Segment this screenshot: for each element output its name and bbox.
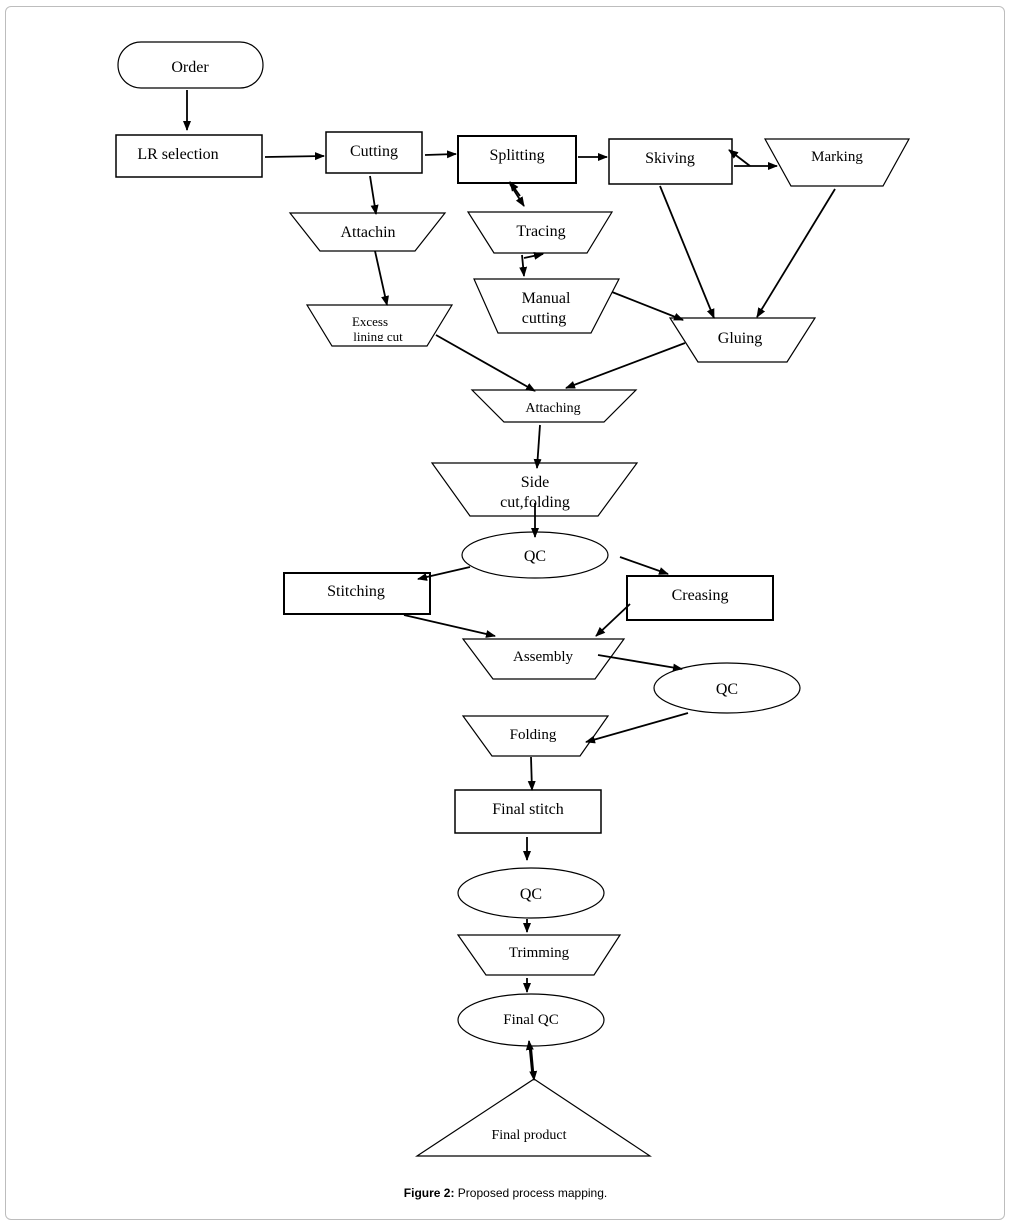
arrow-creasing-assembly — [595, 603, 631, 637]
node-attaching: Attaching — [470, 389, 638, 423]
manual-cutting-label-line1: Manual — [522, 290, 571, 307]
assembly-label: Assembly — [513, 649, 574, 665]
cutting-label: Cutting — [350, 143, 398, 160]
node-qc-3: QC — [457, 867, 605, 919]
creasing-label: Creasing — [672, 587, 729, 604]
final-stitch-label: Final stitch — [492, 801, 564, 818]
node-final-qc: Final QC — [457, 993, 605, 1047]
caption-label: Figure 2: — [403, 1186, 455, 1200]
node-tracing: Tracing — [466, 211, 614, 254]
marking-label: Marking — [811, 149, 863, 165]
arrow-excess-attaching — [435, 334, 536, 392]
arrow-cutting-splitting — [424, 150, 457, 159]
node-qc-2: QC — [653, 662, 801, 714]
arrow-tracing-splitting — [509, 181, 521, 197]
splitting-label: Splitting — [489, 147, 544, 164]
node-cutting: Cutting — [325, 131, 423, 174]
arrow-lr-cutting — [264, 152, 325, 161]
arrow-qc1-creasing — [619, 556, 669, 575]
arrow-stitching-assembly — [403, 614, 496, 638]
node-qc-1: QC — [461, 531, 609, 579]
node-final-product: Final product — [414, 1078, 652, 1157]
node-final-stitch: Final stitch — [454, 789, 602, 834]
final-qc-label: Final QC — [503, 1012, 558, 1028]
node-folding: Folding — [461, 715, 610, 757]
arrow-attaching-sidecut — [533, 424, 542, 469]
node-order: Order — [117, 41, 264, 89]
arrow-finalqc-product — [529, 1046, 538, 1081]
skiving-label: Skiving — [645, 150, 695, 167]
node-manual-cutting: Manual cutting — [473, 278, 620, 334]
node-trimming: Trimming — [456, 934, 622, 976]
gluing-label: Gluing — [718, 330, 762, 347]
side-cut-label-line1: Side — [521, 474, 549, 491]
qc-1-label: QC — [524, 548, 546, 565]
manual-cutting-label-line2: cutting — [522, 310, 566, 327]
arrow-folding-finalstitch — [527, 756, 536, 791]
node-stitching: Stitching — [283, 572, 431, 615]
folding-label: Folding — [510, 727, 557, 743]
arrow-assembly-qc2 — [597, 654, 683, 672]
side-cut-label-line2: cut,folding — [500, 494, 570, 511]
arrow-marking-gluing — [756, 188, 836, 318]
arrow-product-finalqc — [525, 1040, 534, 1073]
final-product-label: Final product — [491, 1128, 566, 1143]
arrow-qc2-folding — [585, 712, 689, 744]
node-attachin: Attachin — [288, 212, 447, 252]
arrow-tracing-manual — [519, 254, 528, 277]
arrow-manual-tracing — [523, 251, 544, 260]
node-lr-selection: LR selection — [115, 134, 263, 178]
node-marking: Marking — [763, 138, 911, 187]
node-gluing: Gluing — [668, 317, 817, 363]
figure-caption: Figure 2: Proposed process mapping. — [0, 1186, 1011, 1200]
stitching-label: Stitching — [327, 583, 385, 600]
arrow-attachin-excess — [374, 250, 389, 306]
arrow-splitting-tracing — [509, 183, 525, 207]
qc-2-label: QC — [716, 681, 738, 698]
node-creasing: Creasing — [626, 575, 774, 621]
arrow-gluing-attaching — [565, 342, 686, 389]
node-skiving: Skiving — [608, 138, 733, 185]
caption-text: Proposed process mapping. — [457, 1186, 608, 1200]
tracing-label: Tracing — [516, 223, 565, 240]
attaching-label: Attaching — [525, 401, 580, 416]
node-excess-lining-cut: Excess lining cut — [305, 304, 454, 347]
arrow-qc1-stitching — [417, 566, 471, 581]
node-side-cut-folding: Side cut,folding — [430, 462, 639, 517]
process-flow-diagram: Order LR selection Cutting Splitting Ski… — [115, 41, 911, 1157]
arrow-marking-skiving — [728, 149, 751, 167]
arrow-skiving-gluing — [659, 185, 715, 319]
arrow-cutting-attachin — [369, 175, 379, 215]
node-splitting: Splitting — [457, 135, 577, 184]
qc-3-label: QC — [520, 886, 542, 903]
attachin-label: Attachin — [340, 224, 395, 241]
trimming-label: Trimming — [509, 945, 570, 961]
arrow-manual-gluing — [611, 291, 684, 321]
order-label: Order — [171, 59, 209, 76]
excess-label-line2: lining cut — [353, 329, 403, 344]
lr-selection-label: LR selection — [137, 146, 218, 163]
node-assembly: Assembly — [461, 638, 626, 680]
excess-label-line1: Excess — [352, 314, 388, 329]
